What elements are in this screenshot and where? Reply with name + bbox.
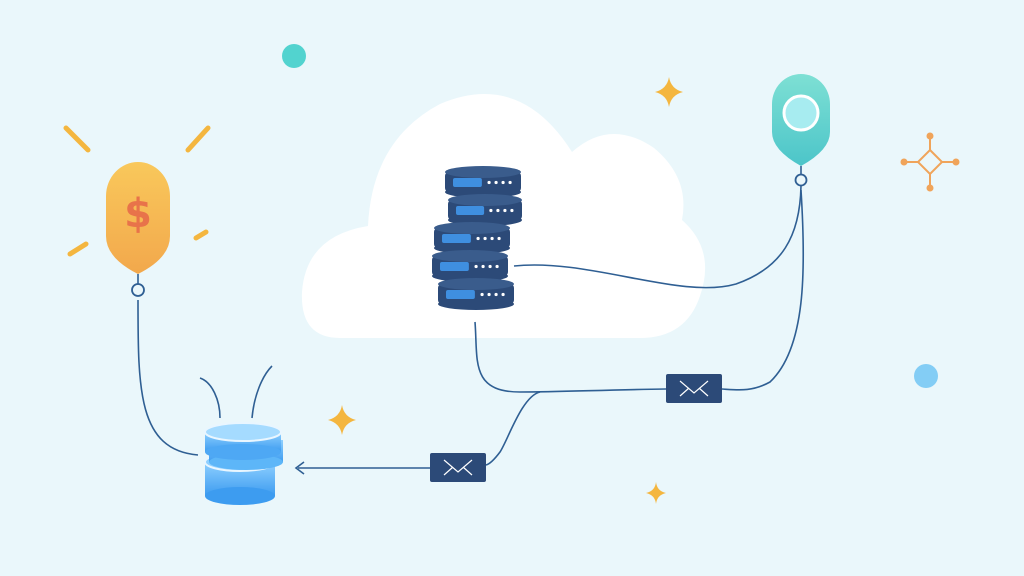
server-rack-icon	[432, 166, 522, 310]
pin-anchor-ring	[131, 283, 145, 297]
location-pin-icon	[772, 74, 830, 187]
server-unit	[438, 278, 514, 310]
database-icon	[204, 422, 283, 505]
sparkle-icon	[655, 77, 683, 107]
connection-wires	[137, 185, 805, 475]
envelope-icon[interactable]	[666, 374, 722, 403]
wire-location-pin-to-envelope	[721, 189, 805, 391]
accent-dot-teal	[282, 44, 306, 68]
sparkle-icon	[646, 482, 666, 504]
accent-dot-blue	[914, 364, 938, 388]
wire-arrow-head	[294, 461, 305, 475]
wire-coin-pin-to-database	[137, 299, 199, 456]
wire-envelope-to-server	[474, 321, 667, 393]
envelope-icon[interactable]	[430, 453, 486, 482]
network-node-icon	[900, 132, 960, 192]
server-unit	[445, 166, 521, 198]
dollar-pin-icon: $	[63, 125, 211, 297]
location-pin-dot	[782, 94, 820, 132]
dollar-symbol: $	[124, 191, 152, 237]
sparkle-icon	[328, 405, 356, 435]
wire-database-antenna-right	[251, 365, 273, 419]
server-unit	[448, 194, 522, 226]
server-unit	[432, 250, 508, 282]
wire-branch-to-envelope-lower	[485, 391, 541, 466]
server-unit	[434, 222, 510, 254]
sparkle-icon	[63, 125, 211, 257]
pin-anchor-ring	[794, 173, 808, 187]
wire-server-to-location-pin	[513, 185, 802, 289]
wire-database-antenna-left	[199, 377, 221, 419]
